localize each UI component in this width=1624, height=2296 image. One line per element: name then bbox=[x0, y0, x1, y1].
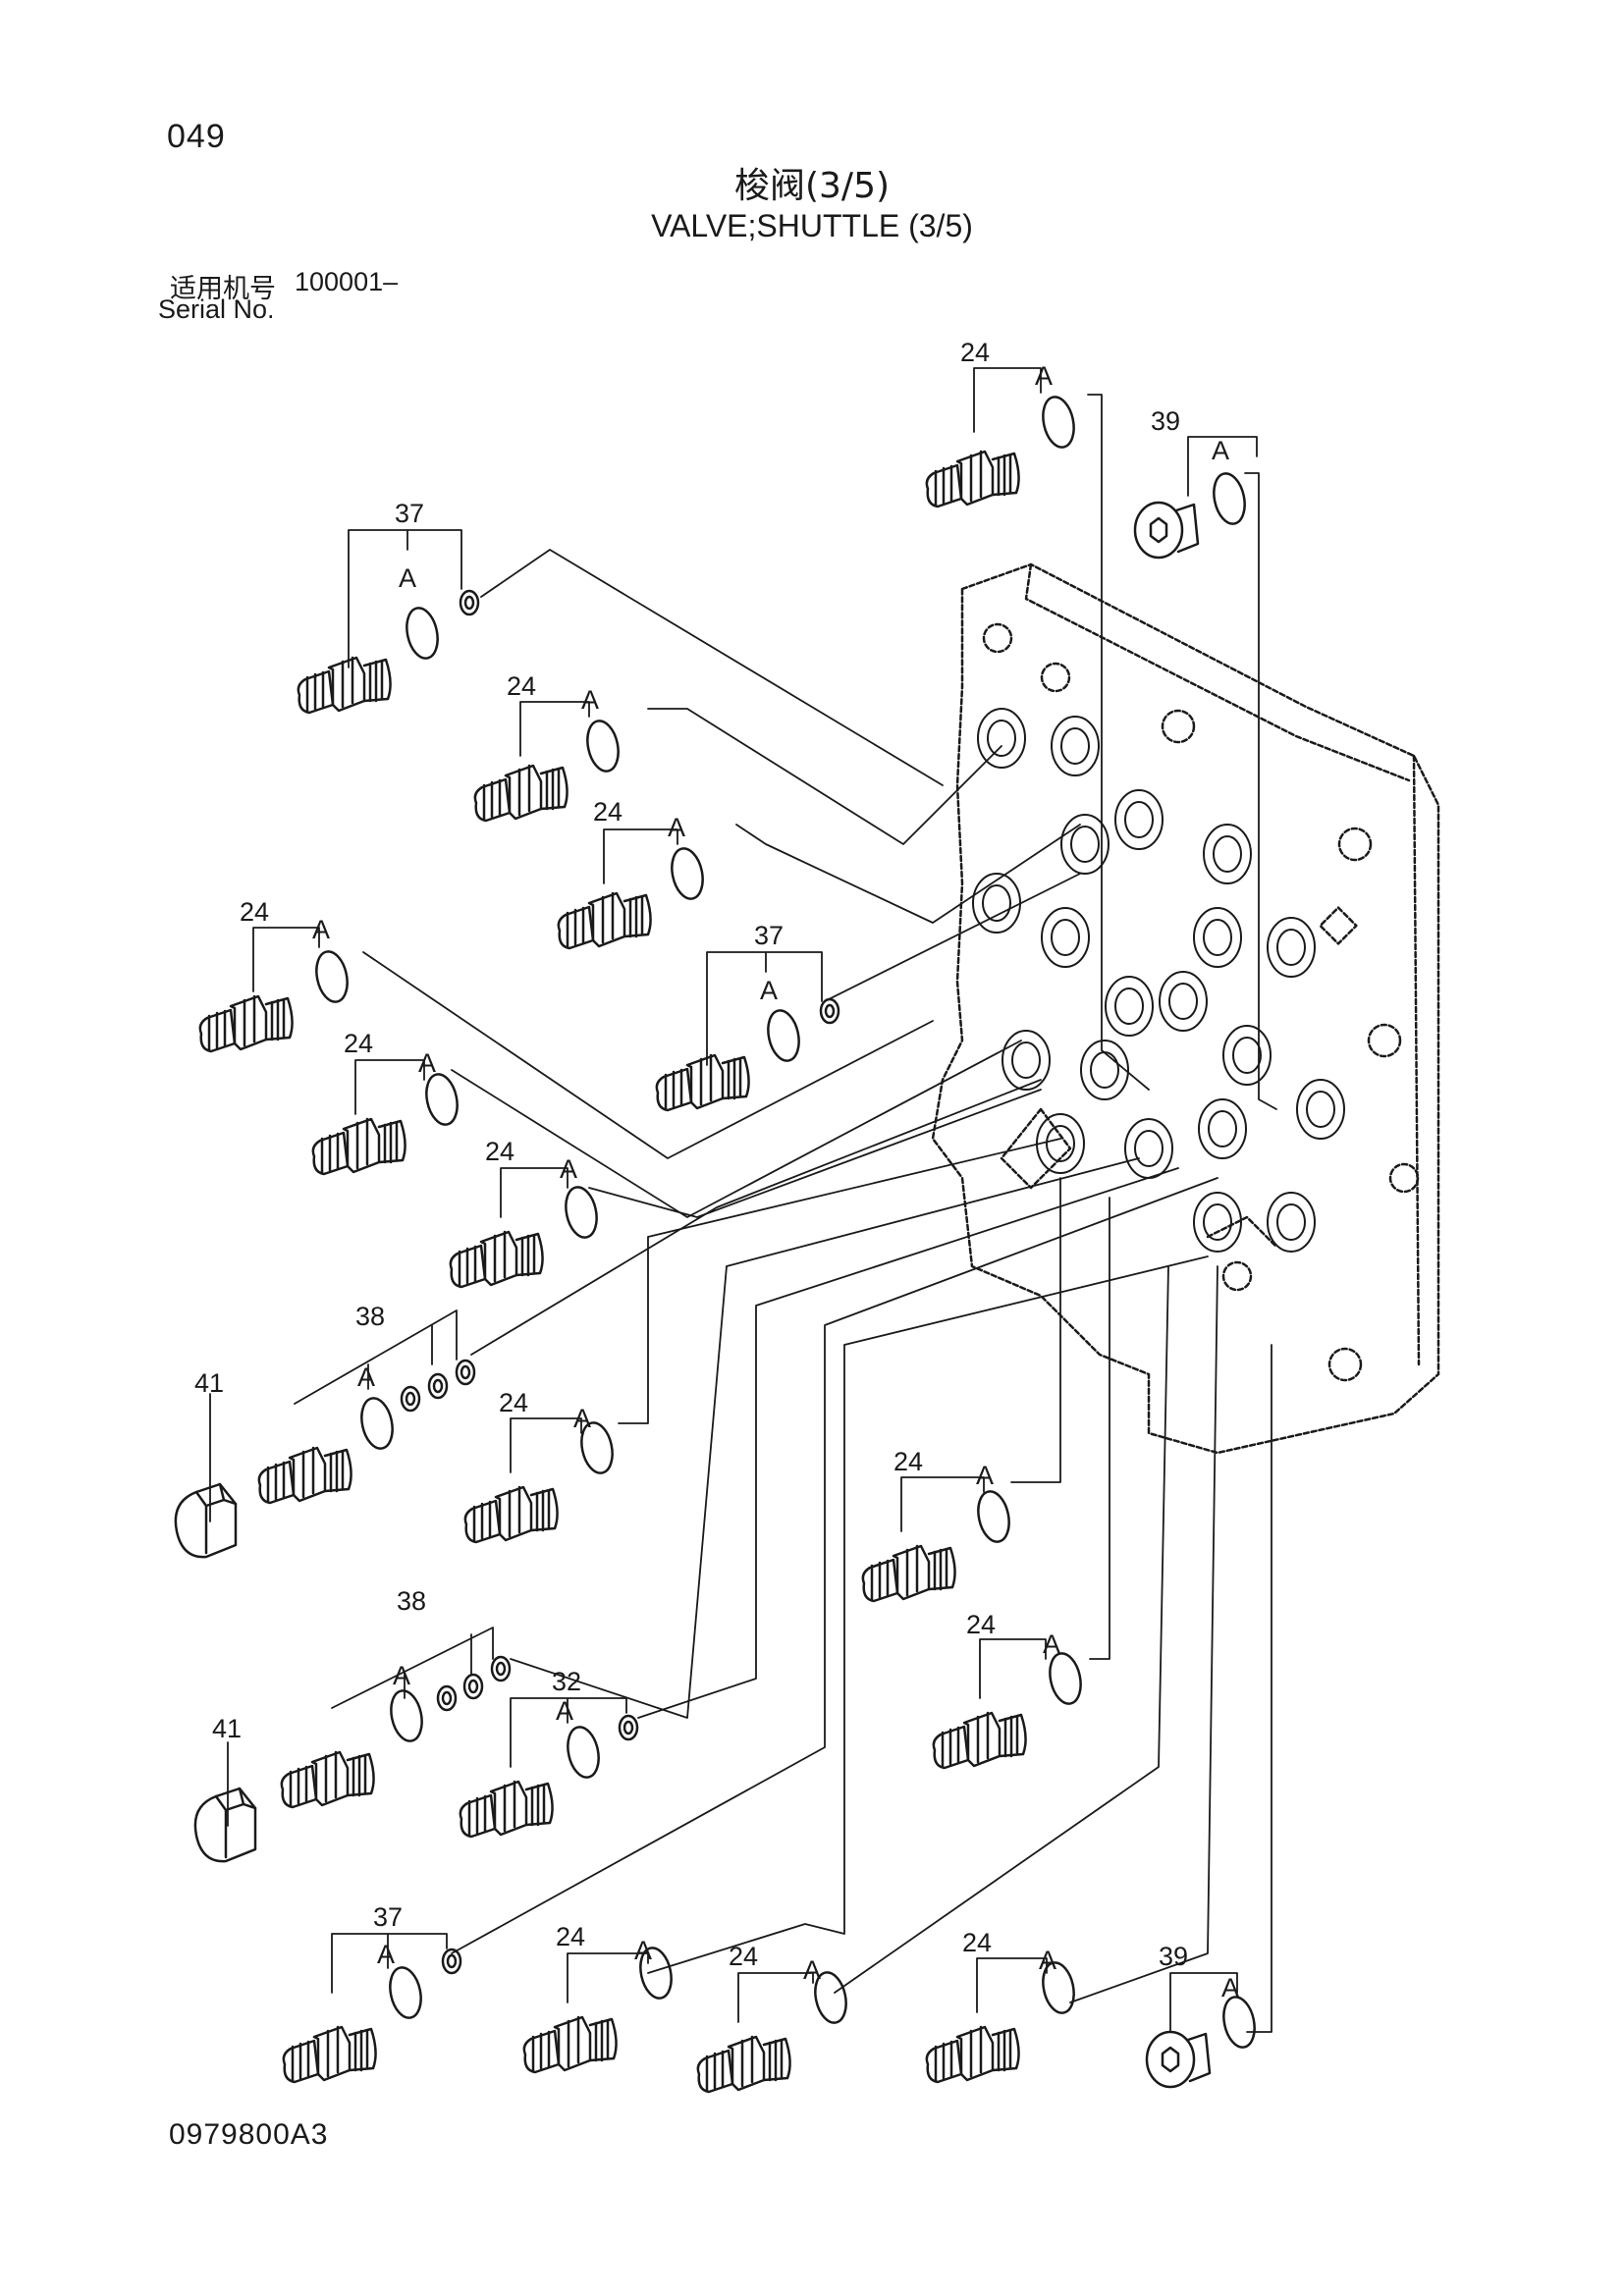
callout-part-number: 37 bbox=[373, 1902, 403, 1932]
fitting-24-g bbox=[861, 1487, 1015, 1603]
fitting-24-top bbox=[925, 393, 1080, 508]
callout-part-number: 24 bbox=[960, 338, 990, 367]
fitting-24-f bbox=[463, 1418, 619, 1544]
fitting-37-upper-left bbox=[297, 589, 480, 715]
callout-seal-letter: A bbox=[1039, 1946, 1056, 1975]
callout-part-number: 41 bbox=[194, 1368, 224, 1398]
serial-label-english: Serial No. bbox=[158, 294, 275, 324]
callout-brackets bbox=[209, 367, 1258, 2033]
valve-body bbox=[931, 562, 1440, 1455]
cap-41-lower bbox=[193, 1787, 257, 1863]
callout-labels: 24 A 39 A 37 A 24 A 24 A 24 A 37 A 24 A … bbox=[194, 338, 1239, 2002]
callout-seal-letter: A bbox=[560, 1154, 577, 1184]
callout-seal-letter: A bbox=[1035, 361, 1053, 391]
fitting-24-e bbox=[449, 1183, 603, 1289]
callout-part-number: 24 bbox=[593, 797, 623, 827]
callout-part-number: 32 bbox=[552, 1667, 581, 1696]
callout-seal-letter: A bbox=[393, 1661, 410, 1690]
callout-part-number: 24 bbox=[962, 1928, 992, 1957]
leader-lines bbox=[362, 394, 1277, 2033]
callout-part-number: 39 bbox=[1151, 406, 1180, 436]
plug-39-bottom bbox=[1145, 1993, 1261, 2089]
callout-part-number: 38 bbox=[355, 1302, 385, 1331]
fitting-32 bbox=[459, 1714, 639, 1839]
cap-41-upper bbox=[174, 1482, 238, 1559]
plug-39-top bbox=[1133, 469, 1251, 560]
callout-seal-letter: A bbox=[399, 563, 416, 593]
fitting-24-k bbox=[925, 1958, 1080, 2084]
serial-number-value: 100001– bbox=[295, 267, 399, 296]
callout-part-number: 41 bbox=[212, 1714, 242, 1743]
callout-seal-letter: A bbox=[377, 1940, 395, 1969]
fitting-24-b bbox=[557, 844, 709, 950]
fitting-24-d bbox=[311, 1070, 463, 1176]
callout-seal-letter: A bbox=[556, 1696, 573, 1726]
callout-seal-letter: A bbox=[573, 1404, 591, 1433]
callout-part-number: 37 bbox=[395, 499, 424, 528]
callout-part-number: 24 bbox=[893, 1447, 923, 1476]
callout-part-number: 24 bbox=[507, 671, 536, 701]
callout-seal-letter: A bbox=[1212, 436, 1229, 465]
callout-seal-letter: A bbox=[1043, 1629, 1060, 1659]
fitting-24-j bbox=[696, 1968, 852, 2094]
drawing-code: 0979800A3 bbox=[169, 2118, 329, 2151]
callout-seal-letter: A bbox=[1221, 1973, 1239, 2002]
callout-part-number: 38 bbox=[397, 1586, 426, 1616]
callout-seal-letter: A bbox=[312, 915, 330, 944]
callout-part-number: 37 bbox=[754, 921, 784, 950]
fitting-24-h bbox=[932, 1649, 1087, 1770]
fitting-24-c bbox=[198, 947, 353, 1053]
callout-seal-letter: A bbox=[357, 1362, 375, 1392]
page-title-chinese: 梭阀(3/5) bbox=[733, 166, 891, 206]
callout-seal-letter: A bbox=[803, 1955, 821, 1985]
callout-part-number: 24 bbox=[240, 897, 269, 927]
serial-label-chinese: 适用机号 bbox=[170, 274, 276, 304]
callout-seal-letter: A bbox=[418, 1048, 436, 1078]
callout-part-number: 24 bbox=[729, 1942, 758, 1971]
callout-part-number: 24 bbox=[485, 1137, 514, 1166]
fitting-37-mid bbox=[655, 997, 840, 1112]
callout-seal-letter: A bbox=[634, 1936, 652, 1965]
fitting-37-lower bbox=[282, 1948, 462, 2084]
fitting-24-i bbox=[522, 1944, 677, 2074]
valve-ports bbox=[972, 708, 1345, 1253]
callout-seal-letter: A bbox=[976, 1461, 994, 1490]
callout-seal-letter: A bbox=[760, 976, 778, 1005]
callout-part-number: 24 bbox=[966, 1610, 996, 1639]
page-title-english: VALVE;SHUTTLE (3/5) bbox=[651, 208, 973, 243]
callout-part-number: 39 bbox=[1159, 1942, 1188, 1971]
callout-part-number: 24 bbox=[556, 1922, 585, 1951]
callout-part-number: 24 bbox=[499, 1388, 528, 1417]
callout-part-number: 24 bbox=[344, 1029, 373, 1058]
callout-seal-letter: A bbox=[668, 813, 685, 842]
page-number: 049 bbox=[167, 118, 226, 155]
callout-seal-letter: A bbox=[581, 685, 599, 715]
